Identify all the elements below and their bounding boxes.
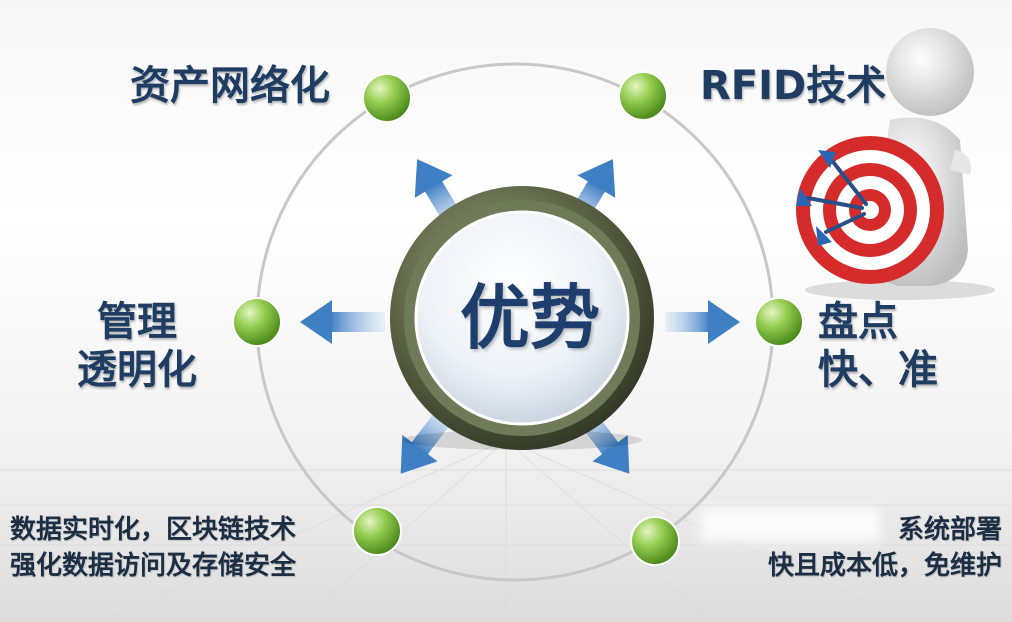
label-deployment: 系统部署 快且成本低，免维护 — [767, 515, 1002, 581]
node-management — [232, 297, 282, 347]
center-hub — [390, 186, 654, 450]
arrow-right — [665, 300, 740, 344]
blurred-watermark-area — [700, 508, 880, 542]
label-data-realtime: 数据实时化，区块链技术 强化数据访问及存储安全 — [10, 515, 297, 581]
arrow-left — [300, 300, 385, 344]
node-asset-network — [362, 73, 412, 123]
target-icon — [796, 136, 944, 284]
label-management: 管理 透明化 — [77, 299, 197, 393]
label-rfid: RFID技术 — [700, 63, 887, 109]
node-rfid — [618, 71, 668, 121]
green-nodes — [232, 71, 804, 566]
center-title: 优势 — [460, 277, 600, 359]
label-asset-network: 资产网络化 — [130, 63, 330, 109]
node-inventory — [754, 297, 804, 347]
node-data-realtime — [352, 506, 402, 556]
node-deployment — [630, 516, 680, 566]
label-inventory: 盘点 快、准 — [818, 299, 938, 393]
